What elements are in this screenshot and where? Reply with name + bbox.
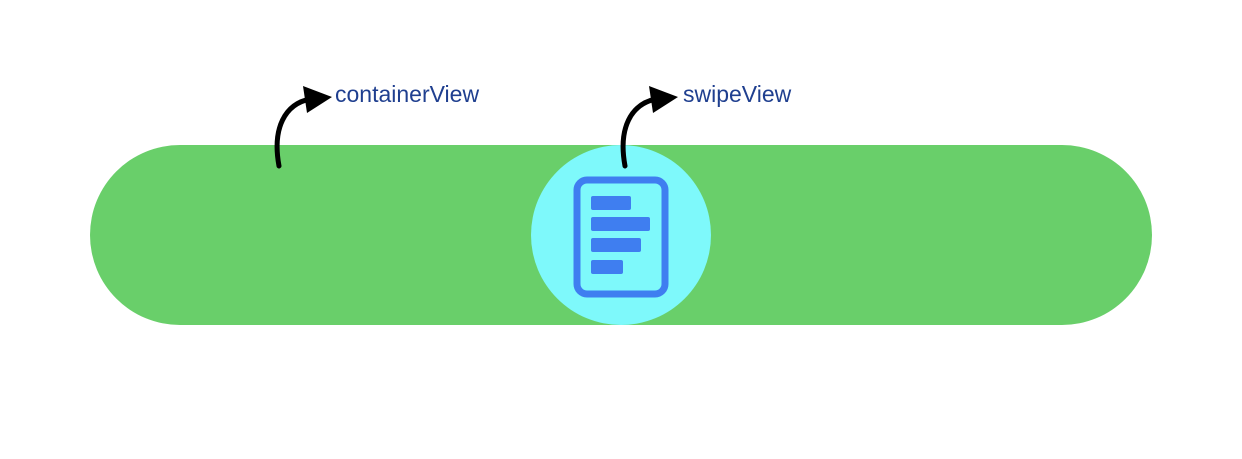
container-view-label: containerView [335, 81, 480, 107]
document-list-icon [573, 176, 669, 298]
swipe-view-label: swipeView [683, 81, 792, 107]
